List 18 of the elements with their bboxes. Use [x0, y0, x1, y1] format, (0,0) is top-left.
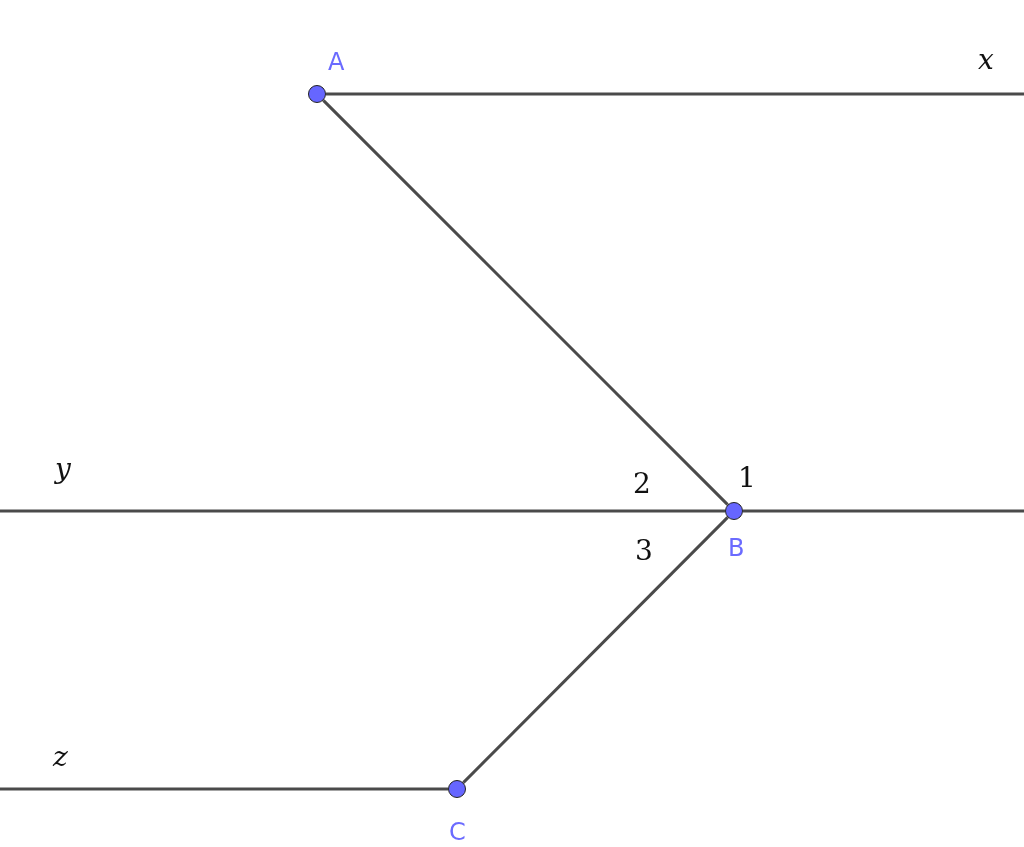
angle-number: 3 — [635, 537, 653, 565]
ray-line — [0, 787, 448, 791]
line-name: y — [55, 455, 71, 483]
point-marker — [725, 502, 743, 520]
ray-line — [326, 92, 1024, 96]
line-segment — [322, 99, 729, 506]
line-name: x — [978, 46, 994, 74]
point-label: C — [449, 820, 466, 844]
line-segment — [462, 516, 729, 784]
point-label: A — [328, 50, 345, 74]
angle-number: 2 — [633, 470, 651, 498]
point-marker — [448, 780, 466, 798]
ray-line — [0, 509, 725, 513]
line-name: z — [53, 743, 68, 771]
ray-line — [743, 509, 1024, 513]
point-marker — [308, 85, 326, 103]
angle-number: 1 — [738, 464, 756, 492]
point-label: B — [728, 536, 745, 560]
